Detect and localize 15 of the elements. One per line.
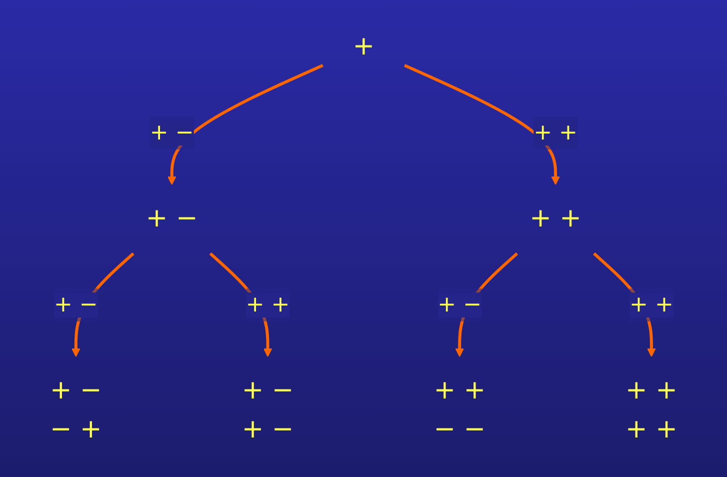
node-text: + + − − — [434, 376, 486, 444]
edge-label: + + — [533, 120, 578, 146]
edge-label: + − — [54, 292, 98, 318]
node-text: + − + − — [242, 376, 294, 444]
arrow — [404, 64, 560, 185]
edge-label: + − — [150, 120, 194, 146]
node-text: + — [352, 32, 374, 62]
node-text: + + + + — [625, 376, 678, 444]
node-text: + + — [529, 204, 582, 234]
edge-label: + − — [437, 292, 482, 318]
node-text: + − − + — [50, 376, 102, 444]
edge-label: + + — [629, 292, 674, 318]
edge-label: + + — [246, 292, 290, 318]
arrow — [167, 64, 324, 185]
node-text: + − — [146, 204, 198, 234]
